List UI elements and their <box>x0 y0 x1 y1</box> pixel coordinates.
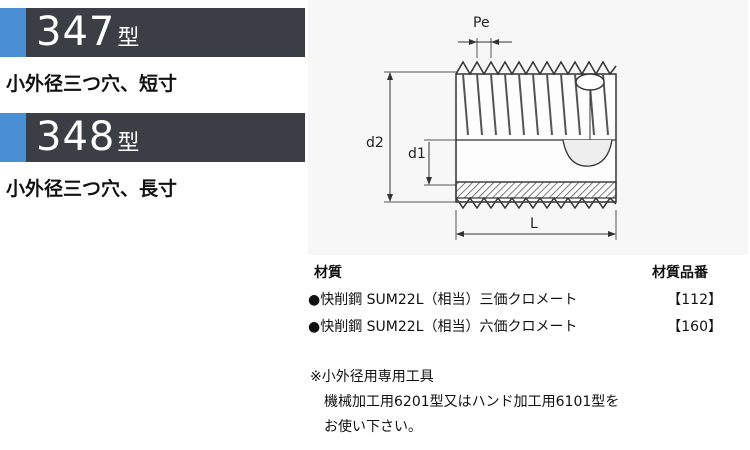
d1-label: d1 <box>408 146 426 162</box>
model-348-description: 小外径三つ穴、長寸 <box>6 178 178 200</box>
model-number-348: 348型 <box>36 114 140 160</box>
model-number-347: 347型 <box>36 9 140 55</box>
blue-accent-bar <box>0 8 26 57</box>
model-347-description: 小外径三つ穴、短寸 <box>6 73 178 95</box>
material-row-112: ●快削鋼 SUM22L（相当）三価クロメート 【112】 <box>308 289 722 309</box>
tool-note-title: ※小外径用専用工具 <box>310 369 434 385</box>
model-348-header: 348型 <box>0 113 305 162</box>
l-label: L <box>530 216 538 232</box>
insert-cross-section-diagram: d2 d1 <box>308 0 748 255</box>
model-347-header: 347型 <box>0 8 305 57</box>
material-header: 材質 <box>314 265 342 281</box>
material-row-text: ●快削鋼 SUM22L（相当）三価クロメート <box>308 292 578 308</box>
diagram-svg: d2 d1 <box>366 15 617 240</box>
material-row-160: ●快削鋼 SUM22L（相当）六価クロメート 【160】 <box>308 316 722 336</box>
material-row-text: ●快削鋼 SUM22L（相当）六価クロメート <box>308 319 578 335</box>
d2-label: d2 <box>366 135 384 151</box>
material-row-code: 【112】 <box>667 292 722 308</box>
tool-note-line-2: お使い下さい。 <box>324 419 422 435</box>
material-row-code: 【160】 <box>667 319 722 335</box>
pe-label: Pe <box>473 15 490 31</box>
material-code-header: 材質品番 <box>652 265 708 281</box>
tool-note-line-1: 機械加工用6201型又はハンド加工用6101型を <box>324 394 620 410</box>
blue-accent-bar <box>0 113 26 162</box>
